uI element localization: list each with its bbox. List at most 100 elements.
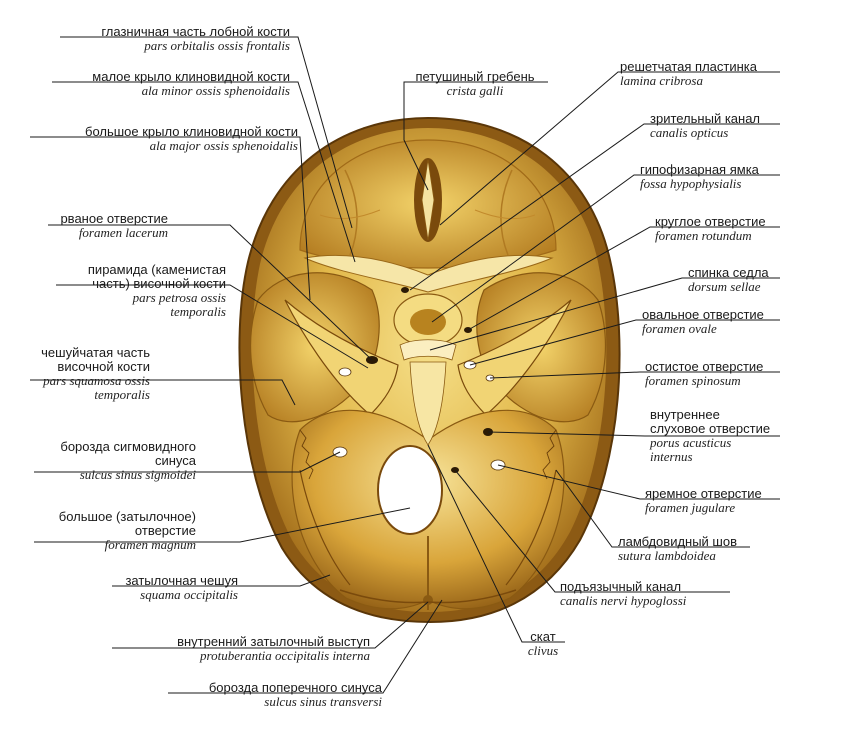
leader-line-20: [487, 431, 780, 437]
label-latin: clivus: [527, 643, 559, 658]
label-russian: овальное отверстие: [642, 307, 764, 322]
label-russian: зрительный канал: [650, 111, 761, 126]
label-latin: ala major ossis sphenoidalis: [149, 138, 298, 153]
optic-canal: [401, 287, 409, 293]
label-russian: борозда поперечного синуса: [208, 680, 382, 695]
leader-line-23: [454, 469, 730, 593]
label-latin: pars petrosa ossis temporalis: [132, 290, 226, 319]
label-latin: dorsum sellae: [688, 279, 761, 294]
label-latin: fossa hypophysialis: [640, 176, 742, 191]
label-russian: внутренний затылочный выступ: [177, 634, 370, 649]
label-russian: остистое отверстие: [645, 359, 764, 374]
label-latin: protuberantia occipitalis interna: [200, 648, 370, 663]
label-latin: sulcus sinus transversi: [264, 694, 382, 709]
petrous-ridge-left: [284, 299, 399, 416]
leader-line-9: [112, 574, 331, 587]
label-russian: малое крыло клиновидной кости: [92, 69, 290, 84]
leader-line-12: [403, 81, 548, 191]
leader-line-14: [409, 123, 780, 291]
label-russian: подъязычный канал: [560, 579, 682, 594]
label-russian: ламбдовидный шов: [618, 534, 737, 549]
label-latin: foramen jugulare: [645, 500, 736, 515]
leader-lines: [30, 36, 780, 694]
label-russian: большое крыло клиновидной кости: [85, 124, 298, 139]
label-latin: canalis opticus: [650, 125, 729, 140]
leader-line-11: [168, 599, 443, 694]
crista-galli: [421, 159, 435, 241]
label-russian: внутреннее слуховое отверстие: [650, 407, 771, 436]
label-5: пирамида (каменистая часть) височной кос…: [88, 263, 226, 319]
label-russian: гипофизарная ямка: [640, 162, 759, 177]
fossa-hypophysialis: [410, 309, 446, 335]
leader-line-13: [439, 71, 780, 226]
leader-line-10: [112, 601, 429, 649]
label-latin: foramen ovale: [642, 321, 717, 336]
label-latin: porus acusticus internus: [650, 435, 732, 464]
label-latin: canalis nervi hypoglossi: [560, 593, 687, 608]
leader-line-15: [431, 174, 780, 323]
label-latin: foramen rotundum: [655, 228, 752, 243]
label-russian: рваное отверстие: [60, 211, 168, 226]
foramen-magnum: [377, 445, 443, 535]
label-latin: foramen spinosum: [645, 373, 741, 388]
label-russian: глазничная часть лобной кости: [101, 24, 290, 39]
label-russian: чешуйчатая часть височной кости: [41, 345, 150, 374]
leader-line-22: [555, 469, 750, 548]
leader-line-24: [427, 444, 565, 643]
petrous-ridge-right: [457, 299, 572, 416]
leader-line-4: [48, 224, 373, 361]
lesser-wings: [303, 254, 554, 293]
label-latin: crista galli: [446, 83, 504, 98]
label-latin: squama occipitalis: [140, 587, 238, 602]
leader-line-2: [52, 81, 356, 263]
leader-line-17: [429, 277, 780, 351]
label-russian: борозда сигмовидного синуса: [60, 439, 196, 468]
label-latin: foramen lacerum: [78, 225, 168, 240]
label-russian: затылочная чешуя: [125, 573, 238, 588]
label-russian: пирамида (каменистая часть) височной кос…: [87, 262, 226, 291]
label-latin: pars squamosa ossis temporalis: [43, 373, 150, 402]
label-russian: большое (затылочное) отверстие: [58, 509, 196, 538]
leader-line-5: [56, 284, 369, 369]
clivus: [409, 361, 447, 446]
dorsum-sellae: [399, 339, 457, 361]
leader-line-7: [34, 451, 341, 473]
leader-line-6: [30, 379, 296, 406]
leader-line-18: [469, 319, 780, 366]
leader-line-3: [30, 136, 311, 301]
label-russian: петушиный гребень: [415, 69, 535, 84]
label-latin: pars orbitalis ossis frontalis: [144, 38, 290, 53]
leader-line-16: [467, 226, 780, 331]
leader-line-1: [60, 36, 353, 229]
label-latin: foramen magnum: [104, 537, 196, 552]
foramen-ovale-left: [338, 367, 352, 377]
leader-line-8: [34, 507, 411, 543]
label-russian: круглое отверстие: [655, 214, 766, 229]
label-russian: спинка седла: [688, 265, 769, 280]
leader-line-21: [497, 464, 780, 500]
label-russian: яремное отверстие: [645, 486, 762, 501]
